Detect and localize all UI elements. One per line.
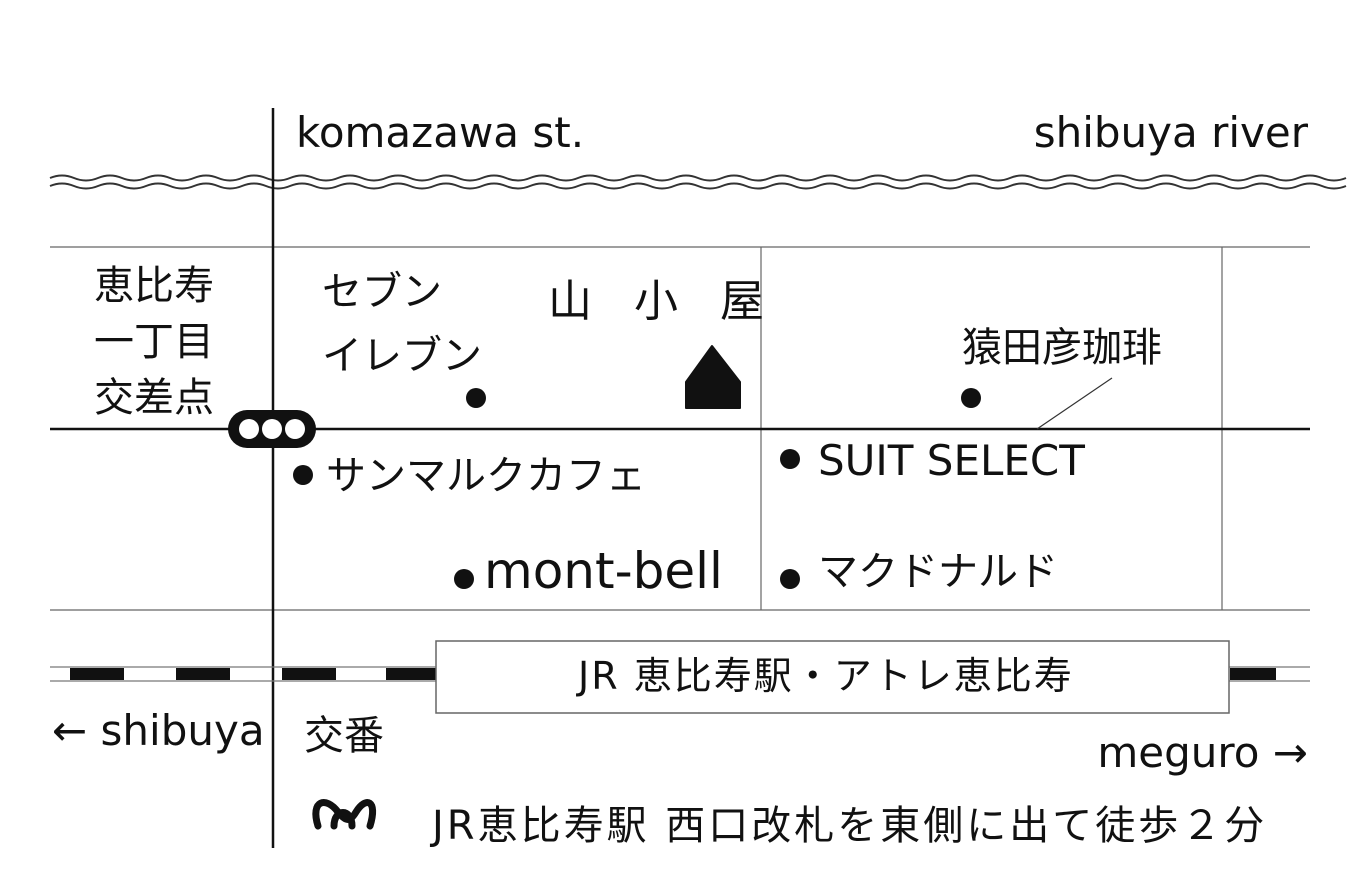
direction-shibuya: ← shibuya	[52, 706, 265, 755]
intersection-line-1: 恵比寿	[94, 263, 214, 309]
intersection-label: 恵比寿 一丁目 交差点	[84, 258, 224, 426]
traffic-light-icon	[228, 410, 316, 448]
shibuya-river-label: shibuya river	[1033, 108, 1308, 157]
koban-label: 交番	[304, 713, 384, 759]
house-icon	[685, 345, 741, 409]
intersection-line-3: 交差点	[94, 375, 214, 421]
mcdonalds-dot	[780, 569, 800, 589]
intersection-line-2: 一丁目	[94, 319, 214, 365]
tokyo-metro-icon	[312, 799, 377, 830]
seven-eleven-label-1: セブン	[322, 269, 442, 315]
shibuya-river	[49, 174, 1347, 190]
station-box	[435, 640, 1230, 714]
komazawa-street-label: komazawa st.	[296, 108, 585, 157]
mont-bell-label: mont-bell	[484, 542, 723, 600]
shop-name: 山 小 屋	[548, 276, 778, 327]
mcdonalds-label: マクドナルド	[818, 549, 1058, 595]
seven-eleven-label-2: イレブン	[322, 333, 482, 379]
suit-select-label: SUIT SELECT	[818, 436, 1085, 485]
saint-marc-dot	[293, 465, 313, 485]
suit-select-dot	[780, 449, 800, 469]
station-label: JR 恵比寿駅・アトレ恵比寿	[578, 654, 1074, 698]
leader-line	[1036, 377, 1113, 430]
mont-bell-dot	[454, 569, 474, 589]
direction-meguro: meguro →	[1097, 728, 1308, 777]
sarutahiko-label: 猿田彦珈琲	[962, 325, 1162, 371]
seven-eleven-dot	[466, 388, 486, 408]
access-note: JR恵比寿駅 西口改札を東側に出て徒歩２分	[432, 803, 1268, 849]
saint-marc-label: サンマルクカフェ	[326, 453, 646, 499]
sarutahiko-dot	[961, 388, 981, 408]
